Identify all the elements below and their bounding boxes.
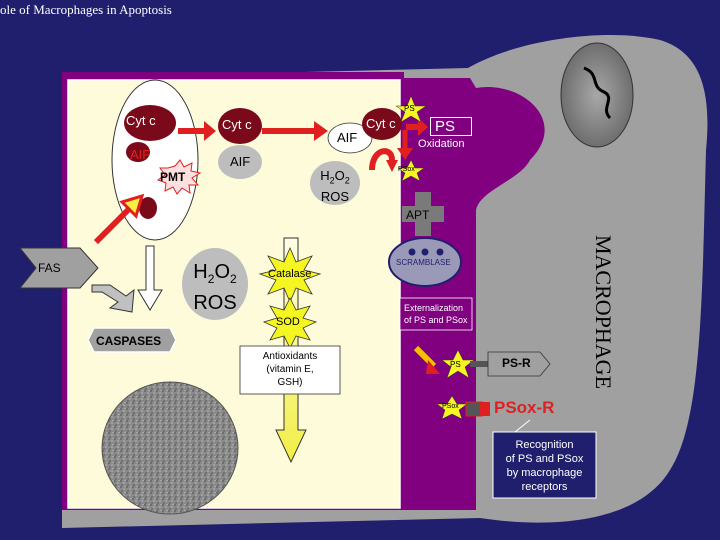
cytc-blob-3	[362, 108, 402, 140]
apt-label: APT	[406, 208, 430, 222]
h2o2-blob-big	[182, 248, 248, 320]
h2o2-small-label: H2O2 ROS	[320, 168, 350, 204]
scramblase-channel	[388, 237, 462, 287]
red-curved-arrow	[369, 148, 395, 171]
h2o2-blob-small	[310, 161, 360, 205]
caspases-label: CASPASES	[96, 334, 162, 348]
psox-label-2: PSox	[442, 403, 459, 410]
red-arrow-oxidation-tip	[397, 148, 413, 160]
cytc-label-2: Cyt c	[222, 117, 252, 132]
psox-red-link	[480, 402, 490, 416]
fas-receptor	[18, 247, 99, 289]
ros-small-label: ROS	[320, 188, 350, 204]
aif-blob-1	[126, 142, 150, 162]
macrophage-label: MACROPHAGE	[591, 234, 616, 390]
ps-star-bottom	[441, 349, 475, 379]
scramblase-dot-2	[421, 248, 429, 256]
oxidation-label: Oxidation	[418, 138, 465, 150]
ps-r-label: PS-R	[502, 356, 531, 370]
caspases-box	[87, 327, 177, 353]
aif-label-3: AIF	[337, 130, 358, 145]
mito-down-arrow	[137, 245, 163, 311]
psox-star-2	[436, 395, 468, 420]
recognition-box	[492, 431, 597, 499]
cytc-label-3: Cyt c	[366, 116, 396, 131]
recognition-pointer	[514, 419, 531, 433]
mito-inner-blob	[139, 197, 157, 219]
antioxidants-box	[239, 345, 341, 395]
psox-label-1: PSox	[398, 166, 415, 173]
pmt-diagonal-arrow	[93, 193, 145, 245]
catalase-label: Catalase	[268, 268, 312, 280]
fas-caspase-arrow	[91, 284, 135, 313]
ps-star-top	[395, 95, 427, 123]
antioxidants-label: Antioxidants(vitamin E,GSH)	[262, 351, 318, 388]
aif-blob-3	[327, 122, 373, 154]
pmt-burst	[156, 159, 202, 195]
apoptotic-nucleus	[101, 381, 239, 515]
page-title: ole of Macrophages in Apoptosis	[0, 2, 172, 17]
red-arrow-ps-bottom-tip	[426, 360, 440, 374]
pmt-label: PMT	[160, 170, 186, 184]
ps-connector	[470, 361, 490, 367]
scramblase-dot-3	[436, 248, 444, 256]
externalization-box	[399, 297, 473, 331]
red-arrow-ps-bottom	[413, 345, 437, 369]
ps-bottom-label: PS	[450, 360, 461, 369]
red-curved-arrow-tip	[386, 160, 398, 172]
apt-cross-h	[402, 206, 444, 222]
ps-label: PS	[430, 117, 473, 136]
mito-cytc-label: Cyt c	[126, 113, 156, 128]
apoptotic-cell-outline	[67, 79, 401, 509]
cytc-blob-1	[124, 105, 176, 141]
fas-label: FAS	[38, 261, 61, 275]
mito-aif-label: AIF	[130, 147, 151, 162]
ros-big-label: ROS	[193, 292, 237, 314]
dna-strand-icon	[583, 66, 612, 120]
scramblase-label: SCRAMBLASE	[396, 258, 451, 267]
ps-r-receptor	[487, 351, 551, 377]
red-arrow-ps	[406, 118, 428, 136]
psox-r-label: PSox-R	[494, 398, 555, 417]
ps-top-label: PS	[404, 104, 415, 113]
psox-connector	[465, 401, 483, 417]
cytc-blob-2	[218, 108, 262, 144]
red-arrow-cytc-1	[178, 121, 216, 141]
macrophage-nucleus	[560, 42, 634, 148]
sod-label: SOD	[276, 316, 300, 328]
red-arrow-cytc-2	[262, 121, 328, 141]
scramblase-dot-1	[408, 248, 416, 256]
aif-label-2: AIF	[230, 154, 251, 169]
h2o2-big-label: H2O2 ROS	[193, 261, 237, 314]
psox-star-1	[397, 159, 425, 182]
aif-blob-2	[218, 145, 262, 179]
